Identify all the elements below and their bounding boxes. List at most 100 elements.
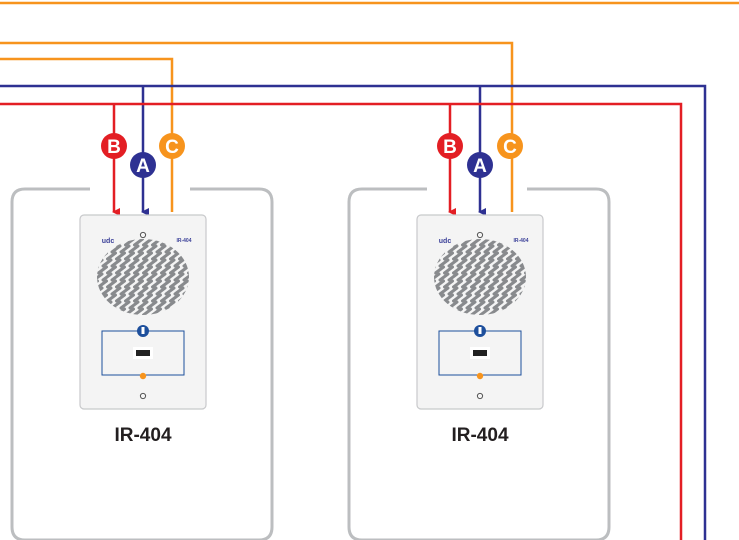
grille-slot bbox=[115, 293, 126, 303]
grille-slot bbox=[434, 272, 441, 282]
badge-b-2: B bbox=[437, 133, 463, 159]
grille-slot bbox=[497, 251, 508, 261]
badge-a-2: A bbox=[467, 152, 493, 178]
grille-slot bbox=[488, 279, 499, 289]
grille-slot bbox=[461, 265, 472, 275]
grille-slot bbox=[137, 286, 149, 296]
grille-slot bbox=[133, 265, 144, 275]
grille-slot bbox=[474, 258, 486, 268]
grille-slot bbox=[128, 286, 140, 296]
grille-slot bbox=[169, 251, 180, 261]
grille-slot bbox=[164, 272, 176, 282]
grille-slot bbox=[447, 286, 459, 296]
grille-slot bbox=[474, 300, 486, 310]
grille-slot bbox=[515, 279, 526, 289]
top-screw-icon bbox=[476, 231, 484, 239]
grille-slot bbox=[510, 286, 522, 296]
grille-slot bbox=[124, 251, 135, 261]
status-led-icon bbox=[476, 372, 484, 380]
grille-slot bbox=[142, 279, 153, 289]
grille-slot bbox=[438, 286, 450, 296]
grille-slot bbox=[151, 251, 162, 261]
bottom-screw-icon bbox=[476, 392, 484, 400]
grille-slot bbox=[155, 286, 167, 296]
grille-slot bbox=[501, 258, 513, 268]
unit-label-2: IR-404 bbox=[451, 425, 508, 446]
grille-slot bbox=[110, 272, 122, 282]
grille-slot bbox=[474, 244, 486, 254]
grille-slot bbox=[452, 279, 463, 289]
grille-slot bbox=[452, 293, 463, 303]
grille-slot bbox=[474, 286, 486, 296]
grille-slot bbox=[133, 239, 144, 247]
grille-slot bbox=[479, 279, 490, 289]
grille-slot bbox=[133, 293, 144, 303]
grille-slot bbox=[173, 286, 185, 296]
unit-box-2 bbox=[347, 187, 611, 540]
grille-slot bbox=[438, 258, 450, 268]
grille-slot bbox=[479, 265, 490, 275]
brand-logo: udc bbox=[102, 238, 115, 245]
grille-slot bbox=[456, 258, 468, 268]
grille-slot bbox=[461, 251, 472, 261]
grille-slot bbox=[160, 265, 171, 275]
grille-slot bbox=[488, 265, 499, 275]
grille-slot bbox=[465, 300, 477, 310]
grille-slot bbox=[155, 258, 167, 268]
grille-slot bbox=[106, 265, 117, 275]
grille-slot bbox=[124, 293, 135, 303]
grille-slot bbox=[506, 251, 517, 261]
unit-box-1 bbox=[10, 187, 274, 540]
grille-slot bbox=[519, 272, 526, 282]
grille-slot bbox=[142, 265, 153, 275]
grille-slot bbox=[465, 258, 477, 268]
status-led-icon bbox=[139, 372, 147, 380]
grille-slot bbox=[151, 293, 162, 303]
grille-slot bbox=[438, 272, 450, 282]
grille-slot bbox=[506, 293, 517, 303]
grille-slot bbox=[510, 258, 522, 268]
grille-slot bbox=[160, 279, 171, 289]
grille-slot bbox=[506, 279, 517, 289]
grille-slot bbox=[497, 293, 508, 303]
grille-slot bbox=[434, 265, 445, 275]
grille-slot bbox=[488, 293, 499, 303]
grille-slot bbox=[169, 279, 180, 289]
grille-slot bbox=[461, 293, 472, 303]
grille-slot bbox=[137, 258, 149, 268]
grille-slot bbox=[447, 244, 459, 254]
grille-slot bbox=[447, 258, 459, 268]
bottom-screw-icon bbox=[139, 392, 147, 400]
grille-slot bbox=[178, 265, 189, 275]
svg-text:C: C bbox=[165, 137, 179, 158]
grille-slot bbox=[137, 244, 149, 254]
grille-slot bbox=[173, 258, 185, 268]
wire-c-bus bbox=[0, 41, 514, 212]
grille-slot bbox=[101, 286, 113, 296]
grille-slot bbox=[479, 293, 490, 303]
grille-slot bbox=[470, 239, 481, 247]
grille-slot bbox=[106, 251, 117, 261]
grille-slot bbox=[470, 293, 481, 303]
badge-a-1: A bbox=[130, 152, 156, 178]
grille-slot bbox=[164, 258, 176, 268]
grille-slot bbox=[137, 272, 149, 282]
svg-text:C: C bbox=[503, 137, 517, 158]
grille-slot bbox=[115, 265, 126, 275]
brand-logo: udc bbox=[439, 238, 452, 245]
grille-slot bbox=[119, 286, 131, 296]
grille-slot bbox=[501, 300, 513, 310]
svg-text:B: B bbox=[443, 137, 457, 158]
grille-slot bbox=[137, 300, 149, 310]
grille-slot bbox=[160, 251, 171, 261]
grille-slot bbox=[492, 286, 504, 296]
grille-slot bbox=[119, 272, 131, 282]
grille-slot bbox=[443, 265, 454, 275]
grille-slot bbox=[124, 265, 135, 275]
grille-slot bbox=[169, 293, 180, 303]
grille-slot bbox=[146, 286, 158, 296]
grille-slot bbox=[142, 307, 153, 315]
grille-slot bbox=[142, 251, 153, 261]
grille-slot bbox=[97, 272, 104, 282]
